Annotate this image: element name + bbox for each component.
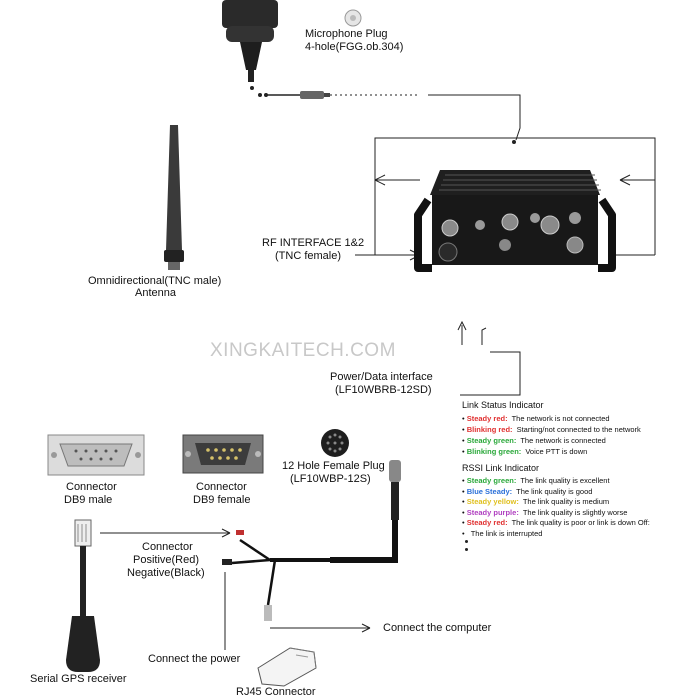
rssi-item-text: The link is interrupted <box>470 528 543 538</box>
antenna-type-label: Omnidirectional(TNC male) <box>88 275 222 287</box>
connector-positive-label: Positive(Red) <box>133 554 200 566</box>
legend-dot-icon: • <box>462 497 467 506</box>
legend-dot-icon: • <box>462 518 467 527</box>
db9-male-label-1: Connector <box>66 481 117 493</box>
mic-plug-connector <box>300 91 330 99</box>
rssi-item-text: The link quality is poor or link is down… <box>511 518 650 527</box>
rssi-item-key: Blue Steady: <box>466 486 513 496</box>
legend-dot-icon: • <box>462 436 467 445</box>
plug12-model-label: (LF10WBP-12S) <box>290 473 371 485</box>
link-status-item-key: Steady green: <box>466 436 517 445</box>
link-status-item-text: Starting/not connected to the network <box>516 425 641 434</box>
connector-label: Connector <box>142 541 193 553</box>
rssi-item-key: Steady purple: <box>466 507 519 517</box>
mic-plug-label: Microphone Plug <box>305 28 388 40</box>
power-leads <box>222 530 272 621</box>
microphone-handset <box>222 0 278 82</box>
db9-female-label-1: Connector <box>196 481 247 493</box>
link-status-item-text: The network is connected <box>520 436 606 445</box>
rssi-item-text: The link quality is excellent <box>520 476 610 485</box>
rssi-item: • Steady yellow:The link quality is medi… <box>462 497 610 506</box>
db9-male-icon <box>47 434 145 476</box>
connect-power-label: Connect the power <box>148 653 241 665</box>
rf-interface-type-label: (TNC female) <box>275 250 342 262</box>
legend-dot-icon: • <box>462 476 467 485</box>
legend-bullet <box>465 548 468 551</box>
legend-dot-icon: • <box>462 447 467 456</box>
connector-negative-label: Negative(Black) <box>127 567 205 579</box>
rj45-connector <box>257 647 317 687</box>
rssi-item: • Steady red:The link quality is poor or… <box>462 518 650 527</box>
mic-plug-model-label: 4-hole(FGG.ob.304) <box>305 41 404 53</box>
main-cable <box>330 520 398 563</box>
rssi-item-key: Steady yellow: <box>466 497 519 506</box>
plug12-icon <box>321 429 349 457</box>
antenna-label: Antenna <box>135 287 176 299</box>
rssi-item-text: The link quality is medium <box>522 497 610 506</box>
gps-receiver <box>66 519 100 672</box>
gps-label: Serial GPS receiver <box>30 673 127 685</box>
link-status-item: • Blinking green:Voice PTT is down <box>462 447 588 456</box>
rssi-item-text: The link quality is good <box>516 486 593 496</box>
mic-to-radio-line <box>428 94 521 141</box>
legend-dot-icon: • <box>462 486 467 496</box>
radio-frame-lines <box>355 137 656 261</box>
connection-lines <box>100 528 371 650</box>
rssi-item: • The link is interrupted <box>462 528 543 538</box>
legend-dot-icon: • <box>462 528 467 538</box>
watermark: XINGKAITECH.COM <box>210 340 396 361</box>
link-status-item-key: Blinking green: <box>466 447 522 456</box>
link-status-item-text: Voice PTT is down <box>525 447 588 456</box>
power-data-model-label: (LF10WBRB-12SD) <box>335 384 432 396</box>
link-status-item-key: Steady red: <box>466 414 508 423</box>
link-status-item: • Steady green:The network is connected <box>462 436 606 445</box>
power-data-lines <box>457 320 521 396</box>
rf-interface-label: RF INTERFACE 1&2 <box>262 237 365 249</box>
link-status-item-key: Blinking red: <box>466 425 513 434</box>
legend-dot-icon: • <box>462 425 467 434</box>
rssi-item-key: Steady green: <box>466 476 517 485</box>
legend-dot-icon: • <box>462 414 467 423</box>
link-status-item-text: The network is not connected <box>511 414 610 423</box>
rssi-item-text: The link quality is slightly worse <box>522 507 628 517</box>
rssi-title: RSSI Link Indicator <box>462 463 540 473</box>
legend-bullet <box>465 540 468 543</box>
link-status-item: • Steady red:The network is not connecte… <box>462 414 610 423</box>
db9-male-label-2: DB9 male <box>64 494 113 506</box>
legend-dot-icon: • <box>462 507 467 517</box>
power-data-label: Power/Data interface <box>330 371 433 383</box>
rj45-label: RJ45 Connector <box>236 686 316 698</box>
plug12-title-label: 12 Hole Female Plug <box>282 460 385 472</box>
rssi-item-key: Steady red: <box>466 518 508 527</box>
link-status-title: Link Status Indicator <box>462 400 544 410</box>
mic-cable-dots <box>250 86 268 97</box>
rssi-item: • Steady green:The link quality is excel… <box>462 476 610 485</box>
db9-female-icon <box>182 434 264 474</box>
link-status-item: • Blinking red:Starting/not connected to… <box>462 425 641 434</box>
rssi-item: • Steady purple:The link quality is slig… <box>462 507 628 517</box>
db9-female-label-2: DB9 female <box>193 494 251 506</box>
radio-device <box>414 170 616 272</box>
antenna <box>164 125 184 270</box>
connect-computer-label: Connect the computer <box>383 622 492 634</box>
power-data-plug <box>389 460 401 520</box>
rssi-item: • Blue Steady:The link quality is good <box>462 486 593 496</box>
